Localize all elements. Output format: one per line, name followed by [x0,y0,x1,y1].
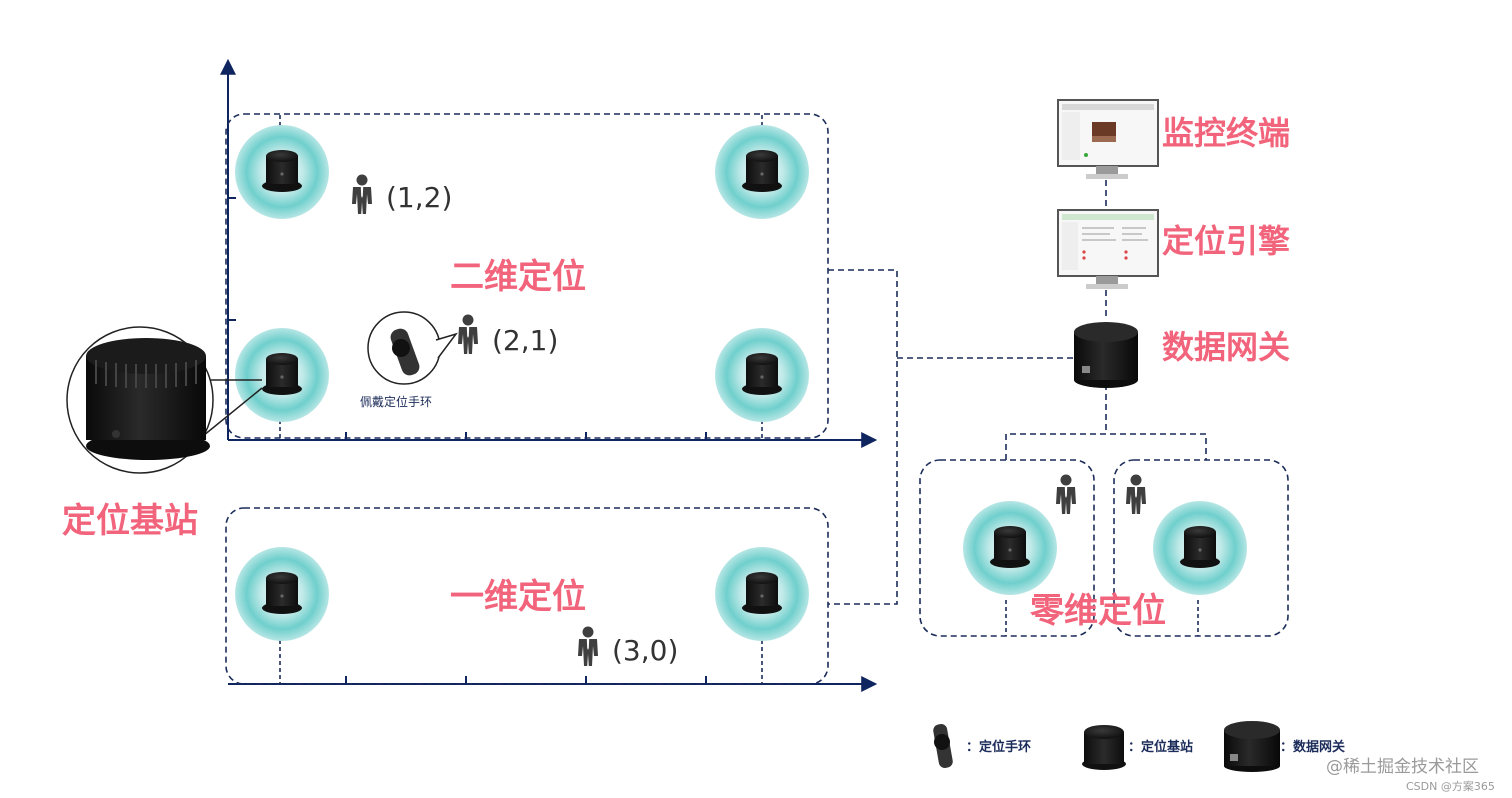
person-icon [578,626,598,666]
one-d-region: (3,0) 一维定位 [225,507,878,692]
two-d-boundary [225,113,829,439]
base-station-1d-right [715,547,809,641]
two-d-title: 二维定位 [450,257,586,297]
coord-p2: (2,1) [492,324,558,357]
legend-base-icon [1082,725,1126,770]
one-d-boundary [225,507,829,685]
coord-p1: (1,2) [386,181,452,214]
base-station-2d-tr [715,125,809,219]
person-icon [1056,474,1076,514]
person-icon [458,314,478,354]
wear-band-bubble [367,311,458,385]
data-gateway-title: 数据网关 [1162,328,1290,366]
zero-d-region: 零维定位 [919,459,1289,637]
positioning-engine-title: 定位引擎 [1162,222,1290,260]
data-gateway [1074,322,1138,388]
positioning-engine [1057,209,1159,289]
person-icon [1126,474,1146,514]
coord-p3: (3,0) [612,634,678,667]
legend-gateway-label: ：数据网关 [1280,739,1345,755]
legend-gateway-icon [1224,721,1280,772]
legend: ：定位手环 ：定位基站 ：数据网关 [933,721,1345,772]
wear-band-label: 佩戴定位手环 [360,394,432,409]
axis-ticks [228,197,707,440]
base-station-2d-tl [235,125,329,219]
base-station-1d-left [235,547,329,641]
base-station-0d-left [963,501,1057,595]
watermark-primary: @稀土掘金技术社区 [1326,757,1479,777]
person-icon [352,174,372,214]
base-station-2d-br [715,328,809,422]
watermark-secondary: CSDN @方案365 [1406,779,1495,793]
legend-band-label: ：定位手环 [966,739,1031,755]
two-d-region: (1,2) (2,1) 佩戴定位手环 二维定位 [220,58,878,448]
monitor-terminal [1057,99,1159,179]
monitor-terminal-title: 监控终端 [1162,114,1290,152]
legend-band-icon [933,724,953,768]
base-station-2d-bl [235,328,329,422]
base-station-title: 定位基站 [62,501,198,541]
legend-base-label: ：定位基站 [1128,739,1193,755]
network-links [828,180,1207,605]
zero-d-boundary-left [919,459,1095,637]
zero-d-title: 零维定位 [1030,591,1166,631]
one-d-title: 一维定位 [450,577,586,617]
base-station-callout [66,326,263,474]
base-station-0d-right [1153,501,1247,595]
zero-d-boundary-right [1113,459,1289,637]
